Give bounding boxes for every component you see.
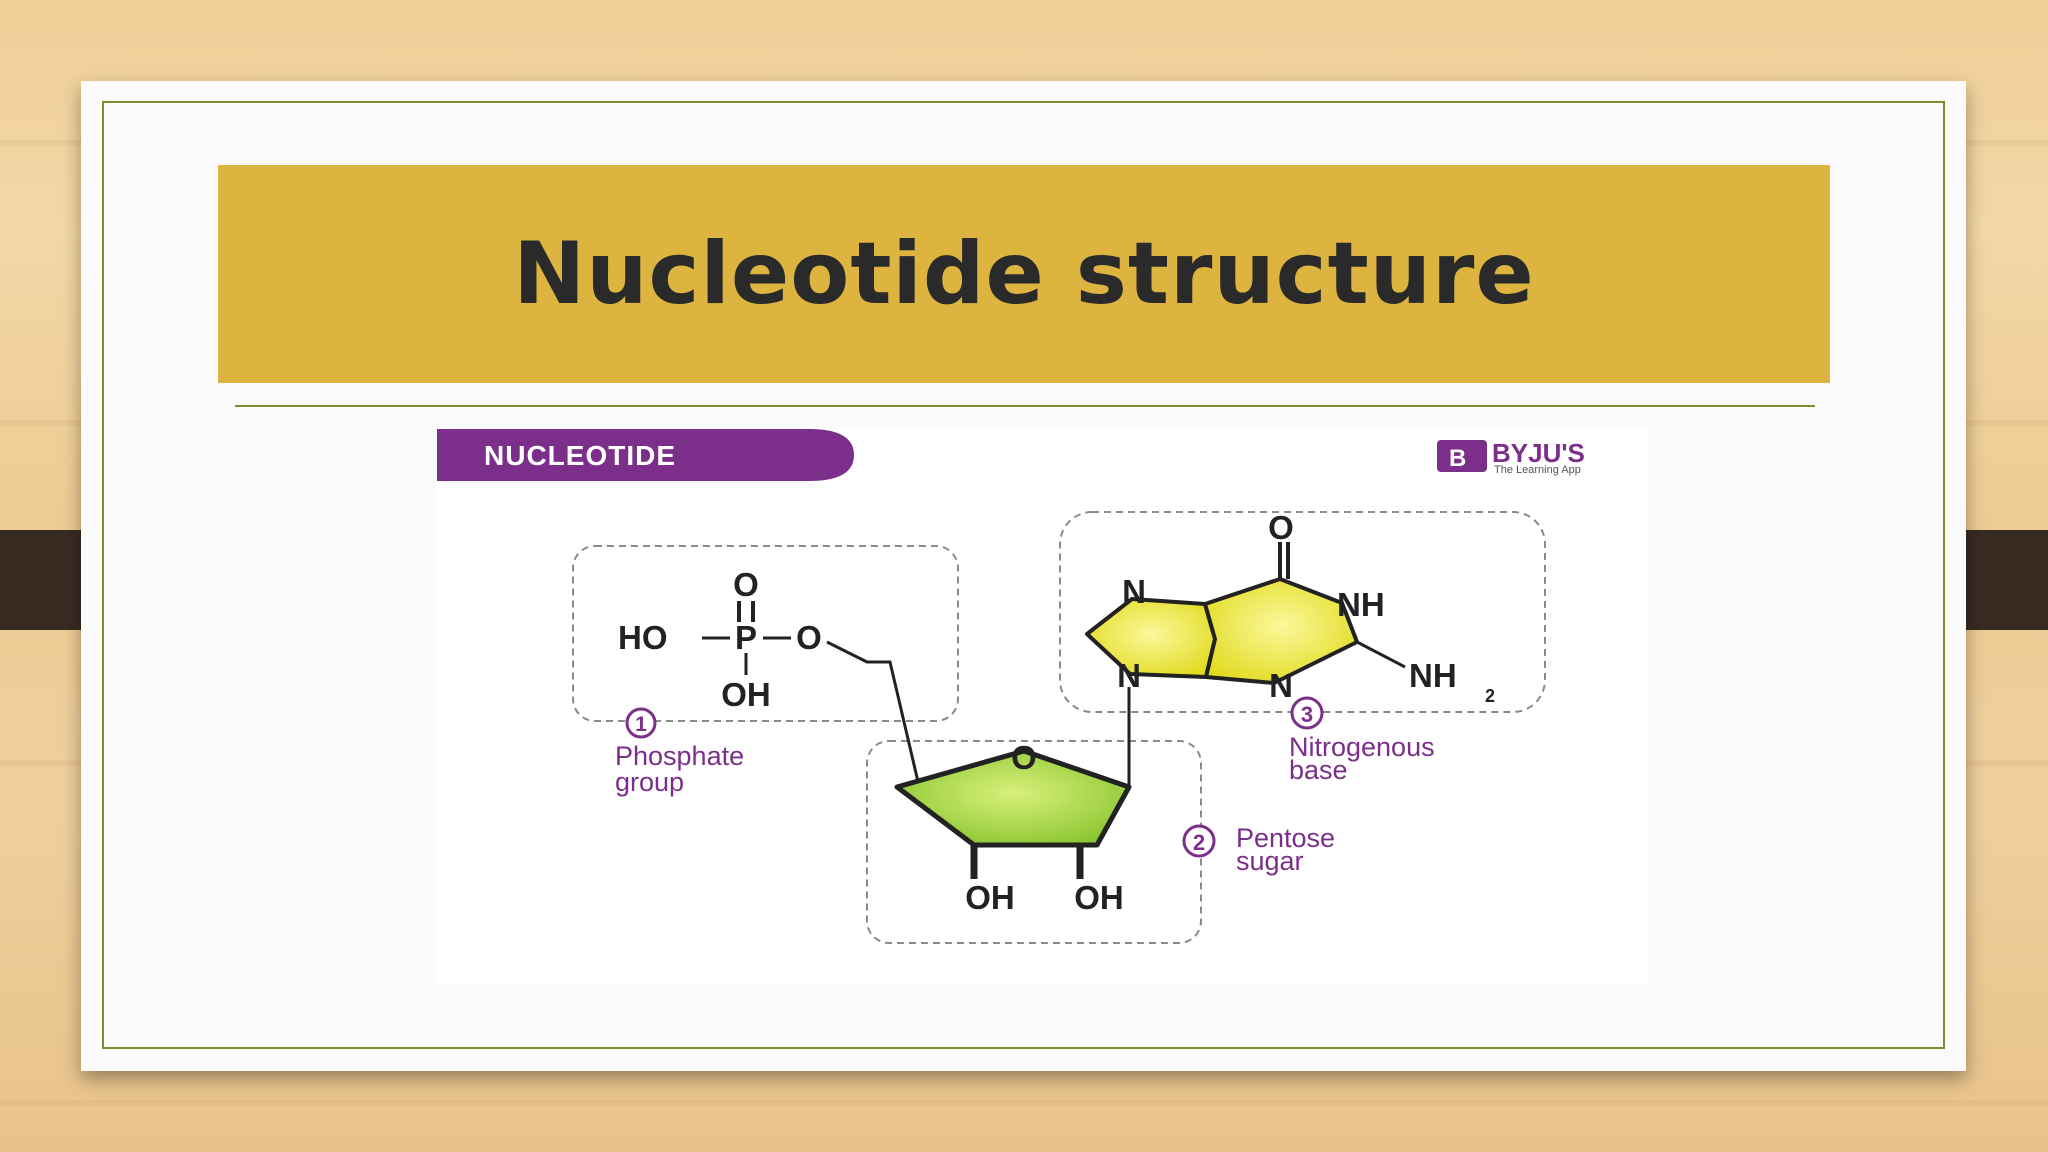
brand-name: BYJU'S bbox=[1492, 438, 1585, 468]
pentose-sugar-box bbox=[866, 740, 1202, 944]
base-atom-nh: NH bbox=[1337, 586, 1385, 623]
sugar-label-line2: sugar bbox=[1236, 846, 1304, 876]
phosphate-structure: O HO P O OH bbox=[618, 566, 921, 787]
phosphate-atom-p: P bbox=[735, 619, 757, 656]
byjus-logo-icon bbox=[1437, 440, 1487, 472]
base-subscript-2: 2 bbox=[1485, 686, 1495, 706]
base-atom-n7: N bbox=[1122, 573, 1146, 610]
sugar-oh-left: OH bbox=[965, 879, 1015, 916]
sugar-ring-oxygen: O bbox=[1011, 739, 1037, 776]
figure-header: NUCLEOTIDE bbox=[484, 440, 676, 471]
svg-text:B: B bbox=[1449, 445, 1466, 472]
base-label-line2: base bbox=[1289, 755, 1348, 785]
sugar-number: 2 bbox=[1193, 830, 1205, 855]
phosphate-group-box bbox=[572, 545, 959, 722]
nucleotide-diagram: NUCLEOTIDE B BYJU'S The Learning App O H… bbox=[437, 429, 1585, 944]
title-bar: Nucleotide structure bbox=[218, 165, 1830, 383]
slide-title: Nucleotide structure bbox=[513, 224, 1535, 324]
phosphate-atom-o-link: O bbox=[796, 619, 822, 656]
sugar-label: 2 Pentose sugar bbox=[1182, 823, 1335, 876]
sugar-label-line1: Pentose bbox=[1236, 823, 1335, 853]
byjus-logo: B BYJU'S The Learning App bbox=[1437, 438, 1585, 476]
base-atom-o: O bbox=[1268, 509, 1294, 546]
base-label: 3 Nitrogenous base bbox=[1289, 696, 1435, 785]
title-divider bbox=[235, 405, 1815, 407]
sugar-oh-right: OH bbox=[1074, 879, 1124, 916]
pentose-sugar-structure: O OH OH bbox=[894, 687, 1132, 916]
base-number: 3 bbox=[1301, 702, 1313, 727]
slide-border bbox=[102, 101, 1945, 1049]
phosphate-label-line2: group bbox=[615, 767, 684, 797]
base-atom-n9: N bbox=[1117, 657, 1141, 694]
phosphate-atom-o-top: O bbox=[733, 566, 759, 603]
figure-header-tab bbox=[437, 429, 854, 481]
phosphate-label-line1: Phosphate bbox=[615, 741, 744, 771]
brand-tagline: The Learning App bbox=[1494, 464, 1581, 476]
phosphate-atom-oh: OH bbox=[721, 676, 771, 713]
base-label-line1: Nitrogenous bbox=[1289, 732, 1435, 762]
nitrogenous-base-structure: O N NH N N NH 2 bbox=[1085, 509, 1495, 706]
base-atom-nh2: NH bbox=[1409, 657, 1457, 694]
nucleotide-figure: NUCLEOTIDE B BYJU'S The Learning App O H… bbox=[437, 429, 1647, 985]
phosphate-number: 1 bbox=[635, 713, 647, 736]
base-atom-n3: N bbox=[1269, 667, 1293, 704]
phosphate-atom-ho: HO bbox=[618, 619, 668, 656]
phosphate-label: 1 Phosphate group bbox=[615, 707, 744, 797]
